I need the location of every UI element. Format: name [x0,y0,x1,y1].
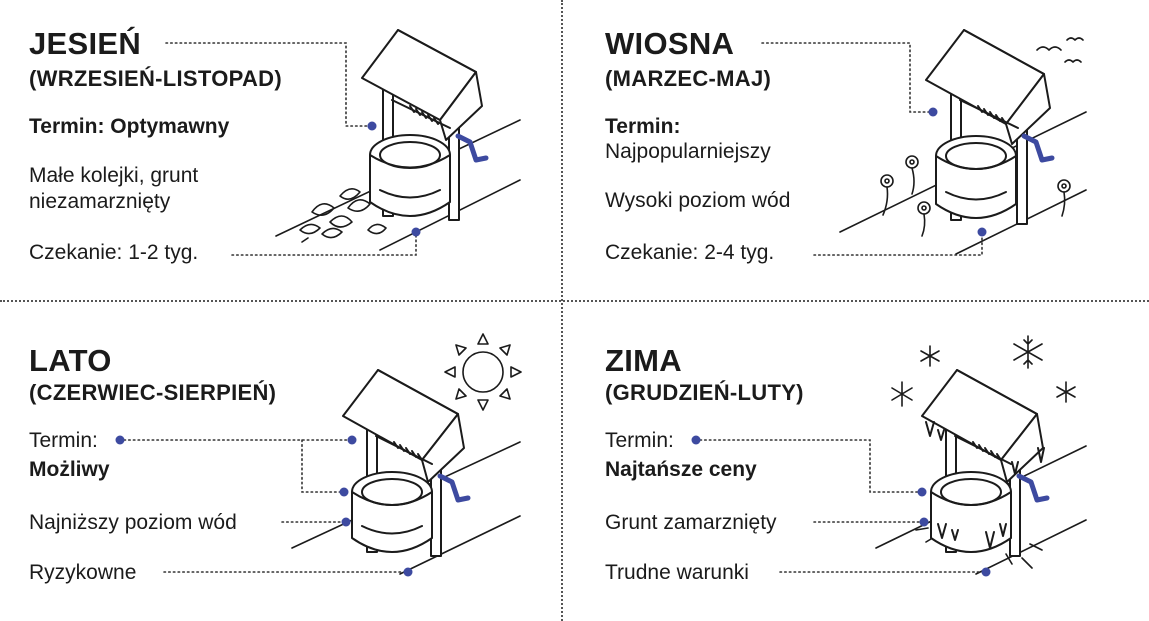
panel-autumn: JESIEŃ (WRZESIEŃ-LISTOPAD) Termin: Optym… [0,0,560,300]
snowflake-icon [891,335,1076,407]
summer-term-value: Możliwy [29,458,110,481]
winter-term-label: Termin: [605,429,674,452]
summer-water-level: Najniższy poziom wód [29,511,237,534]
spring-term-label: Termin: [605,115,681,138]
falling-leaves-icon [299,188,387,243]
sun-icon [444,333,522,411]
panel-winter: ZIMA (GRUDZIEŃ-LUTY) Termin: Najtańsze c… [576,312,1136,612]
summer-term-label: Termin: [29,429,98,452]
autumn-description-line1: Małe kolejki, grunt [29,164,199,187]
winter-subtitle: (GRUDZIEŃ-LUTY) [605,380,804,405]
vertical-divider [561,0,563,621]
spring-wait: Czekanie: 2-4 tyg. [605,241,775,264]
spring-title: WIOSNA [605,26,735,61]
panel-spring: WIOSNA (MARZEC-MAJ) Termin: Najpopularni… [576,0,1136,300]
autumn-well-illustration [165,29,521,256]
horizontal-divider [0,300,1149,302]
summer-subtitle: (CZERWIEC-SIERPIEŃ) [29,380,277,405]
spring-subtitle: (MARZEC-MAJ) [605,66,772,91]
autumn-term: Termin: Optymawny [29,115,230,138]
summer-risk: Ryzykowne [29,561,137,584]
flowers-and-birds-icon [880,37,1084,237]
autumn-title: JESIEŃ [29,26,142,61]
winter-well-illustration [691,335,1087,577]
autumn-subtitle: (WRZESIEŃ-LISTOPAD) [29,66,282,91]
winter-term-value: Najtańsze ceny [605,458,757,481]
spring-term-value: Najpopularniejszy [605,140,771,163]
summer-well-illustration [115,333,522,577]
winter-conditions: Trudne warunki [605,561,749,584]
autumn-wait: Czekanie: 1-2 tyg. [29,241,199,264]
summer-title: LATO [29,343,112,378]
spring-water-level: Wysoki poziom wód [605,189,791,212]
spring-well-illustration [761,29,1087,256]
autumn-description-line2: niezamarznięty [29,190,171,213]
panel-summer: LATO (CZERWIEC-SIERPIEŃ) Termin: Możliwy… [0,312,560,612]
winter-ground: Grunt zamarznięty [605,511,777,534]
winter-title: ZIMA [605,343,682,378]
